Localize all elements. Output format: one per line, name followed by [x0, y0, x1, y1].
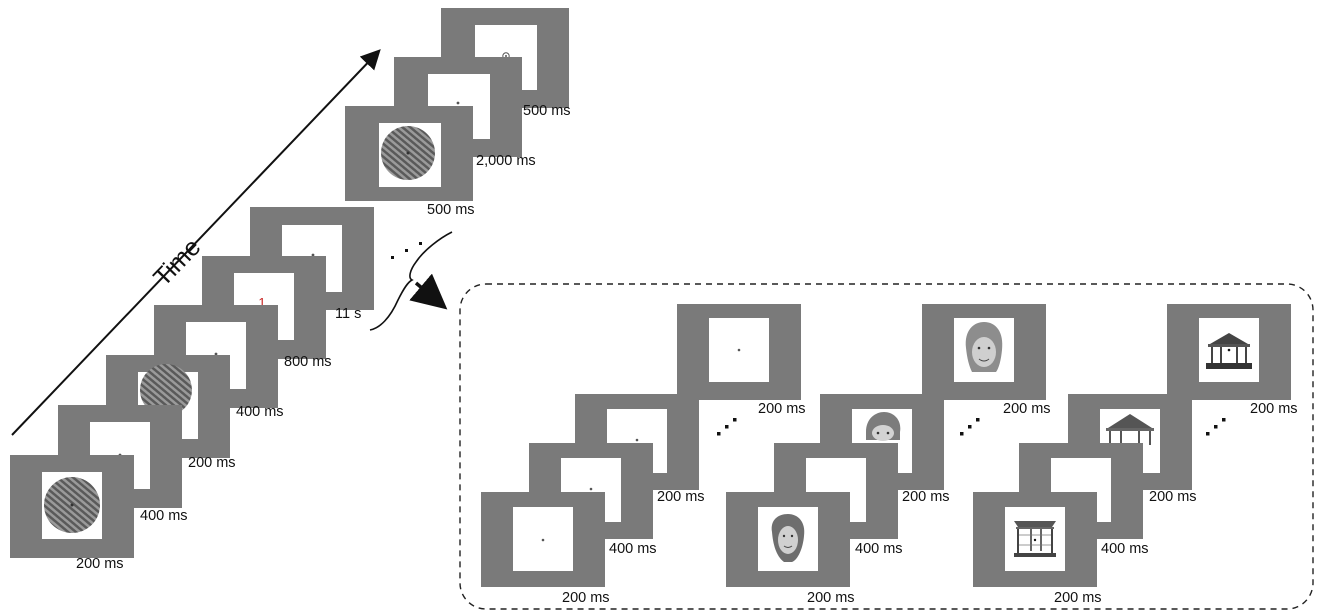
fixation-dot — [311, 253, 315, 257]
fixation-dot — [214, 352, 218, 356]
detail-group-face: 200 ms 200 ms 400 ms — [726, 304, 1051, 606]
detail-fixation-frame-4: 200 ms — [677, 304, 806, 417]
fixation-dot — [456, 101, 460, 105]
detail-gazebo-frame-4: 200 ms — [1167, 304, 1298, 417]
detail-fixation-duration-3: 200 ms — [657, 489, 705, 505]
face-image-icon — [866, 412, 901, 441]
detail-group-fixation: 200 ms 200 ms 400 ms 200 ms — [481, 304, 806, 606]
gazebo-image-icon — [1206, 333, 1252, 369]
detail-face-frame-1: 200 ms — [726, 492, 855, 606]
main-duration-3: 200 ms — [188, 455, 236, 471]
detail-group-gazebo: 200 ms 200 ms 400 ms — [973, 304, 1298, 606]
block-ellipsis — [391, 242, 422, 259]
detail-face-duration-3: 200 ms — [902, 489, 950, 505]
gazebo-image-icon — [1106, 414, 1154, 445]
response-frame-1: 500 ms — [345, 106, 475, 218]
response-duration-2: 2,000 ms — [476, 153, 536, 169]
main-duration-6: 11 s — [335, 306, 361, 322]
main-duration-1: 200 ms — [76, 556, 124, 572]
main-duration-2: 400 ms — [140, 508, 188, 524]
detail-ellipsis-3 — [1206, 418, 1226, 436]
main-frame-1: 200 ms — [10, 455, 134, 572]
detail-ellipsis-2 — [960, 418, 980, 436]
detail-fixation-duration-1: 200 ms — [562, 590, 610, 606]
detail-face-duration-1: 200 ms — [807, 590, 855, 606]
detail-gazebo-duration-3: 200 ms — [1149, 489, 1197, 505]
detail-face-duration-4: 200 ms — [1003, 401, 1051, 417]
detail-face-frame-4: 200 ms — [922, 304, 1051, 417]
detail-gazebo-duration-4: 200 ms — [1250, 401, 1298, 417]
block-bracket — [369, 231, 453, 331]
detail-gazebo-duration-2: 400 ms — [1101, 541, 1149, 557]
detail-gazebo-frame-1: 200 ms — [973, 492, 1102, 606]
detail-fixation-frame-1: 200 ms — [481, 492, 610, 606]
face-image-icon — [771, 514, 805, 562]
zoom-arrow — [409, 273, 448, 310]
gazebo-image-icon — [1014, 521, 1056, 557]
main-duration-5: 800 ms — [284, 354, 332, 370]
face-image-icon — [965, 322, 1003, 372]
detail-fixation-duration-4: 200 ms — [758, 401, 806, 417]
response-duration-3: 500 ms — [523, 103, 571, 119]
cue-digit: 1 — [258, 295, 265, 310]
detail-fixation-duration-2: 400 ms — [609, 541, 657, 557]
time-axis-arrow — [11, 49, 381, 436]
grating-stimulus — [140, 364, 192, 416]
detail-ellipsis-1 — [717, 418, 737, 436]
response-duration-1: 500 ms — [427, 202, 475, 218]
detail-face-duration-2: 400 ms — [855, 541, 903, 557]
main-duration-4: 400 ms — [236, 404, 284, 420]
detail-gazebo-duration-1: 200 ms — [1054, 590, 1102, 606]
detail-panel-border — [459, 283, 1314, 610]
